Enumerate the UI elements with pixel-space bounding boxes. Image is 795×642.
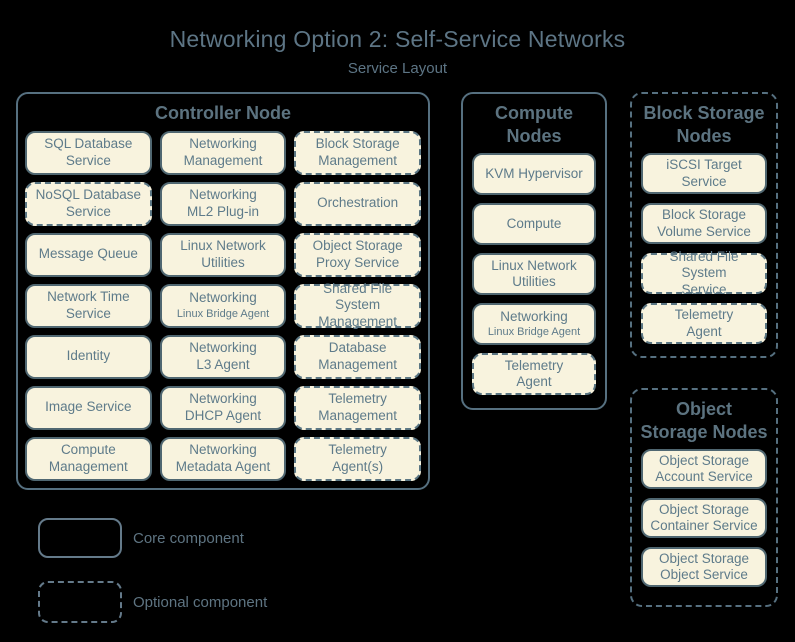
object-storage-nodes-heading: Object Storage Nodes	[640, 399, 768, 442]
service-box-core: Linux Network Utilities	[472, 253, 596, 295]
service-label: Compute	[506, 215, 562, 231]
service-box-core: Object Storage Container Service	[641, 498, 767, 538]
service-box-optional: Shared File System Service	[641, 249, 767, 297]
legend-optional-row: Optional component	[38, 581, 267, 623]
legend-core-row: Core component	[38, 518, 244, 558]
service-box-core: Object Storage Account Service	[641, 449, 767, 489]
service-label: Object Storage Proxy Service	[312, 238, 403, 270]
service-box-core: Identity	[25, 334, 152, 379]
service-label: Telemetry Management	[318, 391, 398, 423]
service-label: Networking	[500, 308, 568, 324]
service-label: Block Storage Management	[315, 136, 400, 168]
service-label: Telemetry Agent(s)	[328, 442, 387, 474]
service-box-core: Networking L3 Agent	[159, 334, 287, 379]
service-box-core: Network Time Service	[25, 283, 152, 328]
service-label: iSCSI Target Service	[666, 157, 742, 189]
service-label: Orchestration	[317, 195, 399, 211]
legend-label-optional: Optional component	[133, 593, 268, 611]
service-label: Block Storage Volume Service	[657, 207, 751, 239]
service-label: Linux Network Utilities	[491, 257, 577, 289]
service-label: Compute Management	[48, 442, 128, 474]
optional-component-swatch	[38, 581, 122, 623]
service-box-core: iSCSI Target Service	[641, 153, 767, 194]
legend-label-core: Core component	[133, 529, 244, 547]
service-box-optional: Telemetry Agent	[472, 353, 596, 395]
service-box-core: Networking Management	[159, 130, 287, 175]
service-label: SQL Database Service	[44, 136, 133, 168]
service-box-core: SQL Database Service	[25, 130, 152, 175]
service-label: Telemetry Agent	[504, 357, 564, 389]
service-label: Object Storage Container Service	[650, 501, 758, 533]
service-box-core: Compute	[472, 203, 596, 245]
service-label: Networking L3 Agent	[189, 340, 257, 372]
block-storage-nodes-heading: Block Storage Nodes	[643, 103, 765, 146]
service-label: Shared File System Service	[669, 248, 739, 297]
service-label: Message Queue	[38, 246, 138, 262]
service-box-core: Object Storage Object Service	[641, 547, 767, 587]
service-box-optional: Telemetry Agent	[641, 303, 767, 344]
diagram-title: Networking Option 2: Self-Service Networ…	[169, 26, 626, 52]
service-label: Networking	[189, 290, 257, 306]
service-sublabel: Linux Bridge Agent	[176, 307, 270, 320]
service-label: Database Management	[318, 340, 398, 372]
service-label: Image Service	[45, 399, 132, 415]
diagram-subtitle: Service Layout	[347, 60, 448, 77]
service-box-core: Networking DHCP Agent	[159, 385, 287, 430]
service-label: Network Time Service	[47, 289, 130, 321]
service-label: Object Storage Object Service	[658, 550, 750, 582]
compute-nodes-heading: Compute Nodes	[495, 103, 573, 146]
service-label: Networking DHCP Agent	[184, 391, 262, 423]
service-box-optional: Object Storage Proxy Service	[294, 232, 421, 277]
service-box-core: Compute Management	[25, 436, 152, 481]
service-box-core: Networking Metadata Agent	[159, 436, 287, 481]
service-box-optional: Shared File System Management	[294, 280, 421, 329]
service-label: NoSQL Database Service	[35, 187, 141, 219]
service-box-optional: Database Management	[294, 334, 421, 379]
controller-services: SQL Database Service Networking Managemen…	[18, 130, 428, 481]
service-box-core: Linux Network Utilities	[159, 232, 287, 277]
service-label: KVM Hypervisor	[485, 165, 583, 181]
service-box-optional: Telemetry Management	[294, 385, 421, 430]
service-box-core: Image Service	[25, 385, 152, 430]
service-label: Identity	[66, 348, 111, 364]
core-component-swatch	[38, 518, 122, 558]
service-label: Networking Metadata Agent	[175, 442, 271, 474]
service-label: Networking ML2 Plug-in	[186, 187, 260, 219]
service-label: Linux Network Utilities	[180, 238, 266, 270]
block-storage-nodes-group: Block Storage Nodes iSCSI Target Service…	[630, 92, 778, 358]
service-box-core: Networking ML2 Plug-in	[159, 181, 287, 226]
service-label: Object Storage Account Service	[655, 452, 753, 484]
service-box-core: KVM Hypervisor	[472, 153, 596, 195]
service-label: Telemetry Agent	[674, 307, 734, 339]
service-box-optional: Block Storage Management	[294, 130, 421, 175]
object-storage-nodes-group: Object Storage Nodes Object Storage Acco…	[630, 388, 778, 607]
controller-node-heading: Controller Node	[154, 103, 291, 123]
service-box-core: Block Storage Volume Service	[641, 203, 767, 244]
service-sublabel: Linux Bridge Agent	[487, 326, 581, 339]
service-label: Networking Management	[183, 136, 263, 168]
service-box-core: Message Queue	[25, 232, 152, 277]
service-label: Shared File System Management	[318, 280, 398, 329]
service-box-optional: NoSQL Database Service	[25, 181, 152, 226]
service-box-optional: Orchestration	[294, 181, 421, 226]
service-box-optional: Telemetry Agent(s)	[294, 436, 421, 481]
